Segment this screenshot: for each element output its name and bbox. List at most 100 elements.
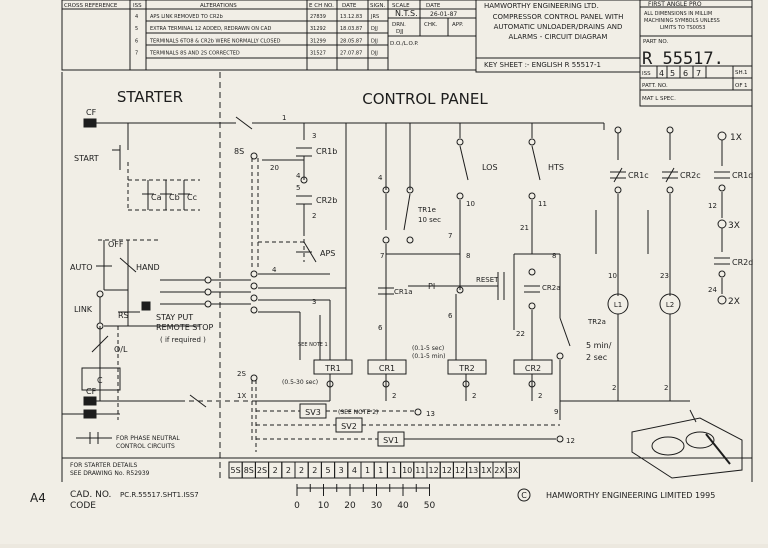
dim-note-2: MACHINING SYMBOLS UNLESS xyxy=(644,18,720,24)
alteration-ech: 27839 xyxy=(310,14,326,20)
component-sketch xyxy=(631,409,743,479)
copyright-symbol: C xyxy=(521,491,527,500)
terminal-label: 1 xyxy=(365,466,370,475)
key-sheet: KEY SHEET :- ENGLISH R 55517-1 xyxy=(484,61,601,69)
hdr-iss: ISS xyxy=(133,3,142,9)
label-tr2-range-1: (0.1-5 sec) xyxy=(412,345,444,352)
section-control-panel: CONTROL PANEL xyxy=(362,90,488,108)
hdr-cross-ref: CROSS REFERENCE xyxy=(64,3,118,9)
label-tr2a: TR2a xyxy=(587,318,606,326)
label-rs: RS xyxy=(118,311,129,320)
label-stay-put: STAY PUT xyxy=(156,313,193,322)
alteration-sign: JRS xyxy=(370,14,379,20)
terminal-label: 8S xyxy=(244,466,254,475)
svg-text:2: 2 xyxy=(312,212,316,220)
part-no-label: PART NO. xyxy=(643,39,668,45)
terminal-label: 2 xyxy=(299,466,304,475)
terminal-label: 4 xyxy=(352,466,357,475)
label-1x: 1X xyxy=(237,392,246,400)
label-8s: 8S xyxy=(234,147,244,156)
terminal-label: 3X xyxy=(508,466,519,475)
label-hand: HAND xyxy=(136,263,160,272)
footer-cad-label: CAD. NO. xyxy=(70,490,111,500)
label-cr2c: CR2c xyxy=(680,171,701,180)
footer-size: A4 xyxy=(30,491,46,505)
hdr-alterations: ALTERATIONS xyxy=(200,3,237,9)
label-start: START xyxy=(74,154,99,163)
dim-note-1: ALL DIMENSIONS IN MILLIM xyxy=(644,11,712,17)
alteration-iss: 4 xyxy=(135,14,138,20)
label-cf-bottom: CF xyxy=(86,387,97,396)
svg-text:6: 6 xyxy=(378,324,383,332)
box-sv1: SV1 xyxy=(383,436,399,445)
label-pi: PI xyxy=(428,282,435,291)
terminal-label: 2S xyxy=(257,466,267,475)
label-cr1c: CR1c xyxy=(628,171,649,180)
legend-line-1: FOR PHASE NEUTRAL xyxy=(116,435,180,442)
label-tr1e-time: 10 sec xyxy=(418,216,441,224)
alteration-date: 13.12.83 xyxy=(340,14,362,20)
svg-text:7: 7 xyxy=(380,252,384,260)
alteration-text: TERMINALS 8S AND 2S CORRECTED xyxy=(149,51,240,57)
scale-label: 50 xyxy=(424,501,436,511)
dol-label: D.O./L.O.P. xyxy=(390,41,419,47)
svg-text:4: 4 xyxy=(296,172,301,180)
terminal-label: 2 xyxy=(273,466,278,475)
label-see-note2: (SEE NOTE 2) xyxy=(338,409,378,416)
label-remote-stop: REMOTE STOP xyxy=(156,323,214,332)
hdr-ech: E CH NO. xyxy=(309,3,334,9)
drn-label: DRN. xyxy=(392,22,406,28)
terminal-label: 1X xyxy=(481,466,492,475)
svg-text:10: 10 xyxy=(466,200,475,208)
svg-text:13: 13 xyxy=(426,410,435,418)
label-link: LINK xyxy=(74,305,93,314)
terminal-label: 12 xyxy=(442,466,452,475)
title-block xyxy=(61,0,753,107)
scale-label: 0 xyxy=(294,501,300,511)
svg-text:2: 2 xyxy=(538,392,542,400)
iss-5: 5 xyxy=(670,69,675,78)
alteration-ech: 31299 xyxy=(310,38,326,44)
label-off: OFF xyxy=(108,240,124,249)
sh-value: 1 xyxy=(744,70,748,76)
footer-cad-value: PC.R.55517.SHT1.ISS7 xyxy=(120,491,199,499)
terminal-label: 1 xyxy=(378,466,383,475)
svg-text:9: 9 xyxy=(554,408,558,416)
terminal-label: 5S xyxy=(231,466,241,475)
svg-text:2: 2 xyxy=(472,392,476,400)
hdr-date: DATE xyxy=(342,3,357,9)
sh-label: SH. xyxy=(735,70,745,76)
alteration-iss: 6 xyxy=(135,38,138,44)
chk-label: CHK. xyxy=(424,22,438,28)
label-tr1e: TR1e xyxy=(417,206,436,214)
part-no: R 55517. xyxy=(642,49,724,69)
label-aps: APS xyxy=(320,249,335,258)
svg-text:8: 8 xyxy=(466,252,470,260)
alteration-text: EXTRA TERMINAL 12 ADDED, REDRAWN ON CAD xyxy=(150,26,271,32)
svg-text:4: 4 xyxy=(272,266,277,274)
label-cr2b: CR2b xyxy=(316,196,337,205)
terminal-label: 11 xyxy=(415,466,425,475)
dim-note-3: LIMITS TO TS0053 xyxy=(660,25,705,31)
terminal-cell xyxy=(505,461,520,479)
svg-text:3: 3 xyxy=(312,298,316,306)
alteration-text: TERMINALS 6TO8 & CR2b WERE NORMALLY CLOS… xyxy=(149,38,281,44)
terminal-label: 3 xyxy=(339,466,344,475)
alteration-sign: DJJ xyxy=(371,38,378,44)
drawing-title-2: AUTOMATIC UNLOADER/DRAINS AND xyxy=(494,23,623,31)
drawing-title-1: COMPRESSOR CONTROL PANEL WITH xyxy=(493,13,624,21)
svg-text:4: 4 xyxy=(378,174,383,182)
label-tr1-range: (0.5-30 sec) xyxy=(282,379,318,386)
alteration-iss: 7 xyxy=(135,51,138,57)
svg-text:23: 23 xyxy=(660,272,669,280)
label-cr2a: CR2a xyxy=(542,284,561,292)
alteration-ech: 31527 xyxy=(310,51,326,57)
box-tr1: TR1 xyxy=(324,364,341,373)
drn-sign: DJJ xyxy=(396,29,404,35)
svg-text:7: 7 xyxy=(448,232,452,240)
label-tr2a-time-2: 2 sec xyxy=(586,353,607,362)
